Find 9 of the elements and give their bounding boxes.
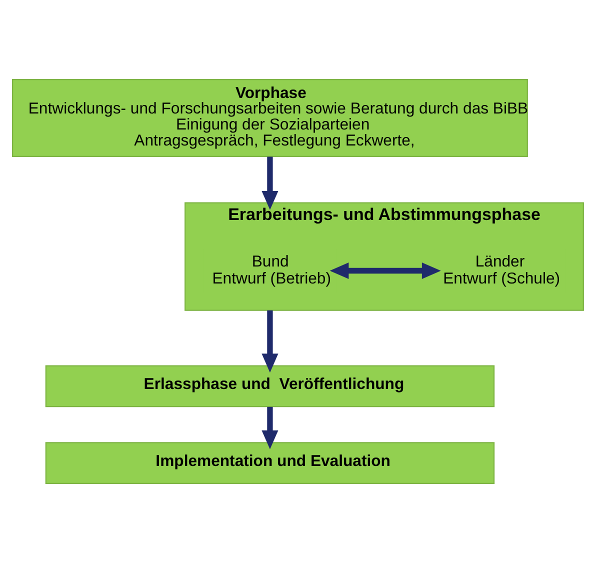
node-box: Implementation und Evaluation (45, 442, 495, 484)
node-box: Vorphase Entwicklungs- und Forschungsarbeiten sowie Beratung durch das BiBB Einigung der Sozialparteien Antragsgespräch, Festlegung Eckwerte, (12, 78, 528, 157)
node-text: Länder Entwurf (Schule) (443, 252, 560, 287)
arrow (262, 310, 278, 372)
arrow (262, 156, 278, 210)
node-text: Bund Entwurf (Betrieb) (212, 252, 332, 287)
node-box: Erlassphase und Veröffentlichung (45, 364, 495, 407)
arrow (330, 262, 441, 279)
arrow (262, 406, 278, 449)
